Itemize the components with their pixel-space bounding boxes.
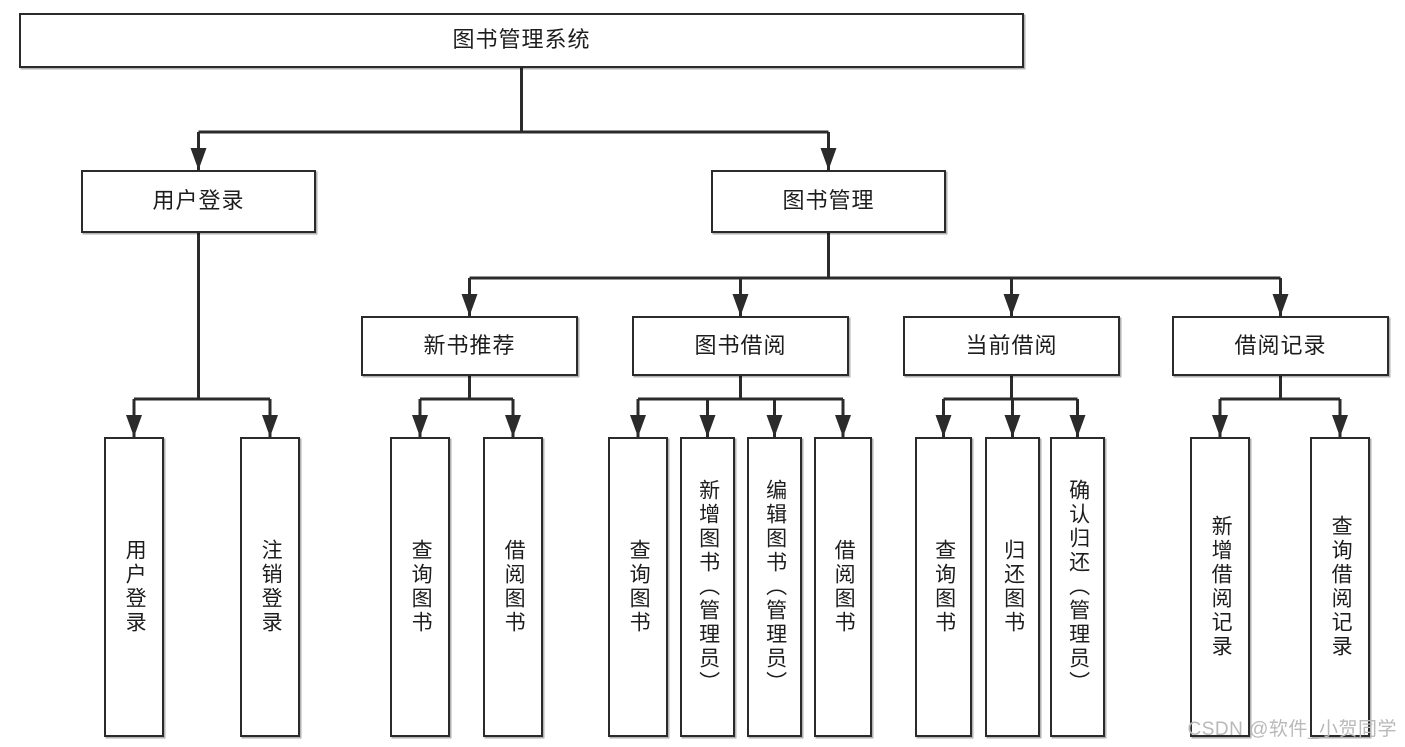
arrowhead-user_login-to-leaf_user_login (126, 415, 142, 437)
node-leaf_query_record[interactable]: 查询借阅记录 (1310, 437, 1370, 737)
node-user_login[interactable]: 用户登录 (81, 170, 316, 233)
node-book_borrow[interactable]: 图书借阅 (632, 316, 849, 376)
node-label-leaf_query_book_1: 查询图书 (409, 539, 433, 635)
arrowhead-current_borrow-to-leaf_return_book (1004, 415, 1021, 437)
node-leaf_return_book[interactable]: 归还图书 (985, 437, 1040, 737)
arrowhead-book_manage-to-new_book_rec (461, 294, 478, 316)
arrowhead-book_borrow-to-leaf_borrow_book_2 (835, 415, 851, 437)
arrowhead-book_manage-to-book_borrow (732, 294, 749, 316)
node-label-book_manage: 图书管理 (782, 188, 875, 214)
node-label-leaf_query_record: 查询借阅记录 (1329, 515, 1353, 659)
node-label-leaf_add_book: 新增图书（管理员） (696, 479, 720, 695)
node-label-book_borrow: 图书借阅 (694, 332, 787, 358)
node-leaf_add_book[interactable]: 新增图书（管理员） (680, 437, 735, 737)
arrowhead-borrow_record-to-leaf_query_record (1332, 415, 1348, 437)
arrowhead-book_borrow-to-leaf_add_book (699, 415, 716, 437)
arrowhead-book_borrow-to-leaf_query_book_2 (630, 415, 646, 437)
node-label-current_borrow: 当前借阅 (965, 332, 1058, 358)
node-leaf_query_book_2[interactable]: 查询图书 (608, 437, 668, 737)
node-book_manage[interactable]: 图书管理 (711, 170, 946, 233)
node-label-leaf_add_record: 新增借阅记录 (1209, 515, 1233, 659)
node-leaf_borrow_book_1[interactable]: 借阅图书 (483, 437, 543, 737)
node-leaf_user_logout[interactable]: 注销登录 (240, 437, 300, 737)
node-leaf_borrow_book_2[interactable]: 借阅图书 (814, 437, 872, 737)
node-label-root: 图书管理系统 (452, 27, 591, 53)
arrowhead-current_borrow-to-leaf_query_book_3 (935, 415, 952, 437)
arrowhead-current_borrow-to-leaf_confirm_return (1069, 415, 1086, 437)
node-leaf_edit_book[interactable]: 编辑图书（管理员） (747, 437, 802, 737)
node-leaf_query_book_1[interactable]: 查询图书 (390, 437, 450, 737)
node-label-leaf_confirm_return: 确认归还（管理员） (1066, 479, 1090, 695)
node-label-borrow_record: 借阅记录 (1234, 332, 1327, 358)
arrowhead-root-to-user_login (190, 148, 207, 170)
node-label-leaf_return_book: 归还图书 (1001, 539, 1025, 635)
arrowhead-new_book_rec-to-leaf_query_book_1 (412, 415, 428, 437)
node-label-leaf_query_book_2: 查询图书 (627, 539, 651, 635)
node-leaf_confirm_return[interactable]: 确认归还（管理员） (1050, 437, 1105, 737)
node-label-new_book_rec: 新书推荐 (423, 332, 516, 358)
node-label-leaf_query_book_3: 查询图书 (932, 539, 956, 635)
node-leaf_query_book_3[interactable]: 查询图书 (915, 437, 972, 737)
node-new_book_rec[interactable]: 新书推荐 (361, 316, 578, 376)
arrowhead-book_manage-to-current_borrow (1003, 294, 1020, 316)
arrowhead-book_borrow-to-leaf_edit_book (766, 415, 783, 437)
node-borrow_record[interactable]: 借阅记录 (1172, 316, 1389, 376)
node-label-user_login: 用户登录 (152, 188, 245, 214)
node-label-leaf_user_logout: 注销登录 (259, 539, 283, 635)
node-leaf_add_record[interactable]: 新增借阅记录 (1190, 437, 1250, 737)
watermark-text: CSDN @软件_小贺同学 (1187, 719, 1397, 740)
arrowhead-borrow_record-to-leaf_add_record (1212, 415, 1228, 437)
arrowhead-user_login-to-leaf_user_logout (262, 415, 278, 437)
node-current_borrow[interactable]: 当前借阅 (903, 316, 1120, 376)
node-label-leaf_borrow_book_2: 借阅图书 (832, 539, 856, 635)
node-root[interactable]: 图书管理系统 (19, 13, 1024, 68)
node-leaf_user_login[interactable]: 用户登录 (104, 437, 164, 737)
arrowhead-new_book_rec-to-leaf_borrow_book_1 (505, 415, 521, 437)
node-label-leaf_user_login: 用户登录 (123, 539, 147, 635)
arrowhead-root-to-book_manage (820, 148, 837, 170)
arrowhead-book_manage-to-borrow_record (1272, 294, 1289, 316)
node-label-leaf_edit_book: 编辑图书（管理员） (763, 479, 787, 695)
node-label-leaf_borrow_book_1: 借阅图书 (502, 539, 526, 635)
